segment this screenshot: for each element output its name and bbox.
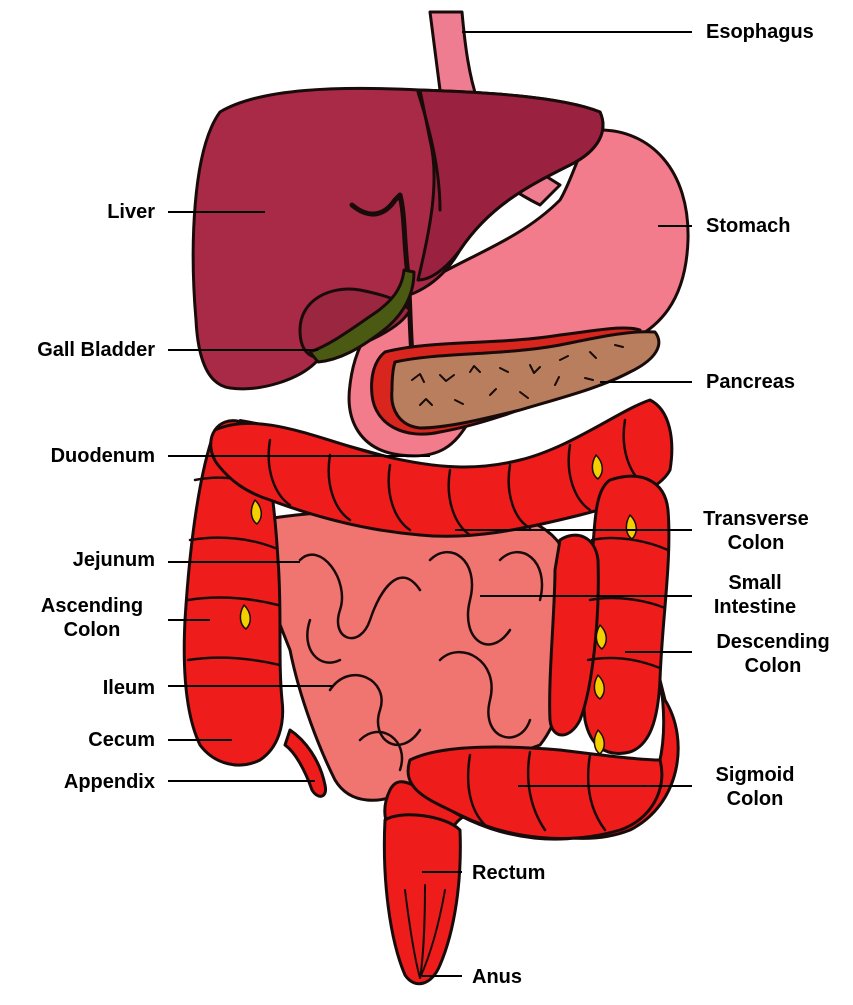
label-ascending-colon-line2: Colon — [63, 619, 121, 641]
label-jejunum: Jejunum — [72, 549, 155, 571]
gall-bladder-duct — [308, 268, 416, 364]
label-descending-colon-line1: Descending — [716, 631, 830, 653]
label-ascending-colon-line1: Ascending — [40, 595, 144, 617]
label-pancreas: Pancreas — [706, 371, 795, 393]
label-transverse-colon-line2: Colon — [727, 532, 785, 554]
sigmoid-colon-loop — [406, 745, 664, 840]
leader-lines — [168, 31, 692, 977]
sigmoid-colon-haustra — [466, 750, 607, 832]
fat-tags — [239, 454, 637, 755]
label-ileum: Ileum — [102, 677, 155, 699]
label-small-intestine: Small Intestine — [700, 571, 810, 619]
liver-lobe-divider — [416, 90, 442, 212]
label-small-intestine-line1: Small — [728, 572, 782, 594]
label-esophagus: Esophagus — [706, 21, 814, 43]
label-appendix: Appendix — [63, 771, 155, 793]
descending-colon-haustra — [586, 536, 670, 670]
rectum-shape — [382, 813, 462, 986]
label-descending-colon: Descending Colon — [700, 630, 846, 678]
label-stomach: Stomach — [706, 215, 791, 237]
appendix-shape — [283, 728, 328, 798]
pancreas-texture — [411, 344, 624, 406]
descending-colon-inner — [548, 533, 600, 737]
label-gall-bladder: Gall Bladder — [37, 339, 155, 361]
transverse-colon-haustra — [267, 418, 647, 537]
label-duodenum: Duodenum — [50, 445, 155, 467]
rectum-folds — [404, 884, 446, 979]
bile-duct — [349, 192, 415, 358]
small-intestine-coils — [298, 550, 544, 772]
pancreas-shape — [390, 330, 661, 430]
label-small-intestine-line2: Intestine — [713, 596, 797, 618]
label-descending-colon-line2: Colon — [744, 655, 802, 677]
label-liver: Liver — [107, 201, 155, 223]
label-transverse-colon: Transverse Colon — [700, 507, 812, 555]
label-transverse-colon-line1: Transverse — [703, 508, 809, 530]
label-cecum: Cecum — [88, 729, 155, 751]
label-ascending-colon: Ascending Colon — [24, 594, 160, 642]
liver-lobe-shape — [416, 88, 605, 282]
label-sigmoid-colon: Sigmoid Colon — [700, 763, 810, 811]
label-sigmoid-colon-line2: Colon — [726, 788, 784, 810]
transverse-colon-shape — [209, 398, 674, 538]
label-sigmoid-colon-line1: Sigmoid — [715, 764, 795, 786]
label-rectum: Rectum — [472, 862, 546, 884]
label-anus: Anus — [472, 966, 522, 988]
